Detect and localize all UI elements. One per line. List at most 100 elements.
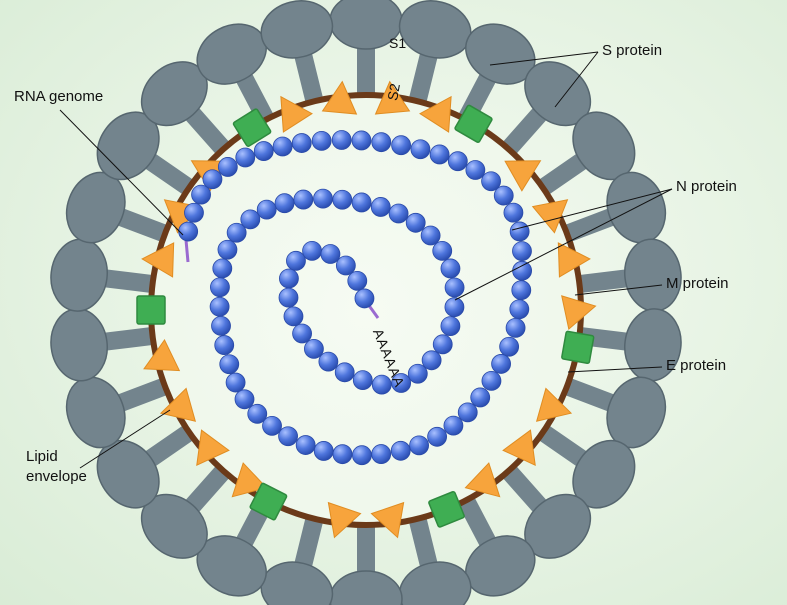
n-protein-bead [390, 440, 411, 461]
spike-stalk [107, 375, 180, 414]
leader-lipid-envelope [79, 409, 171, 469]
spike-stalk [107, 206, 180, 245]
spike-stalk [91, 268, 168, 294]
label-lipid-envelope-line2: envelope [26, 468, 87, 485]
m-protein [370, 501, 405, 539]
e-protein [561, 330, 595, 364]
n-protein-bead [493, 185, 514, 206]
n-protein-bead [371, 374, 392, 395]
n-protein-strand [178, 130, 533, 466]
m-protein [321, 80, 358, 115]
leader-s-protein-2 [554, 51, 599, 108]
m-protein [280, 95, 313, 133]
n-protein-bead [499, 336, 520, 357]
spike-stalk [293, 41, 325, 117]
spike-stalk [552, 375, 625, 414]
n-protein-bead [313, 188, 333, 209]
spike-stalk [137, 149, 203, 201]
n-protein-bead [443, 415, 464, 436]
e-protein [136, 295, 166, 325]
n-protein-bead [217, 239, 238, 260]
n-protein-bead [320, 244, 341, 264]
n-protein-bead [283, 306, 304, 327]
n-protein-bead [370, 197, 391, 217]
n-protein-bead [302, 240, 322, 261]
leader-rna-genome [59, 109, 184, 236]
label-s2-subunit: S2 [384, 82, 403, 102]
m-protein [141, 242, 175, 278]
n-protein-bead [371, 132, 392, 153]
spike-head [260, 0, 334, 59]
n-protein-bead [409, 435, 429, 456]
leader-lines [59, 51, 673, 469]
m-protein [535, 387, 573, 422]
spike-layer [50, 0, 682, 605]
n-protein-bead [432, 240, 453, 261]
leader-e-protein [567, 366, 663, 373]
spike-stalk [179, 101, 237, 163]
n-protein-bead [421, 350, 442, 371]
m-protein [327, 501, 362, 539]
n-protein-bead [505, 317, 526, 338]
n-protein-bead [511, 280, 532, 301]
spike-head [329, 570, 403, 605]
n-protein-bead [440, 258, 461, 279]
n-protein-bead [410, 139, 431, 160]
e-protein [249, 482, 288, 521]
n-protein-bead [351, 130, 372, 151]
n-protein-bead [210, 277, 230, 298]
n-protein-bead [202, 169, 223, 190]
n-protein-bead [444, 297, 465, 318]
n-protein-bead [331, 130, 352, 150]
n-protein-bead [214, 335, 235, 355]
spike-head [398, 561, 472, 605]
label-s1-subunit: S1 [389, 35, 407, 51]
e-protein [232, 108, 272, 147]
n-protein-bead [509, 299, 530, 320]
n-protein-bead [429, 144, 450, 165]
n-protein-bead [512, 241, 532, 261]
m-protein [561, 295, 597, 331]
m-protein [231, 462, 268, 498]
n-protein-bead [311, 130, 332, 151]
n-protein-bead [334, 362, 355, 383]
n-protein-bead [427, 426, 448, 447]
n-protein-bead [371, 444, 392, 464]
label-lipid-envelope-line1: Lipid [26, 448, 58, 465]
label-n-protein: N protein [676, 178, 737, 195]
n-protein-bead [209, 296, 230, 317]
spike-stalk [232, 64, 278, 134]
n-protein-bead [391, 135, 412, 156]
n-protein-bead [212, 258, 233, 279]
spike-stalk [293, 503, 325, 579]
n-protein-bead [253, 141, 274, 161]
n-protein-bead [262, 415, 282, 436]
n-protein-bead [335, 255, 356, 276]
spike-stalk [564, 268, 641, 294]
leader-m-protein [574, 284, 663, 296]
spike-head [50, 238, 108, 312]
n-protein-bead [191, 184, 211, 205]
spike-stalk [137, 419, 203, 471]
label-s-protein: S protein [602, 42, 663, 59]
n-protein-bead [352, 445, 372, 466]
spike-head [398, 0, 472, 59]
n-protein-bead [225, 372, 246, 393]
spike-stalk [179, 457, 237, 519]
n-protein-bead [235, 147, 256, 168]
n-protein-bead [470, 387, 491, 408]
m-protein [419, 95, 452, 133]
n-protein-bead [354, 288, 375, 309]
n-protein-bead [217, 157, 238, 177]
leader-s-protein-1 [489, 51, 599, 66]
n-protein-bead [512, 260, 533, 281]
n-protein-bead [293, 189, 314, 210]
n-protein-bead [184, 202, 204, 223]
n-protein-bead [440, 316, 461, 337]
spike-stalk [495, 457, 553, 519]
n-protein-bead [503, 202, 524, 223]
spike-stalk [407, 503, 439, 579]
rna-genome-5prime-end [184, 239, 190, 263]
spike-stalk [495, 101, 553, 163]
n-protein-bead [465, 160, 486, 180]
